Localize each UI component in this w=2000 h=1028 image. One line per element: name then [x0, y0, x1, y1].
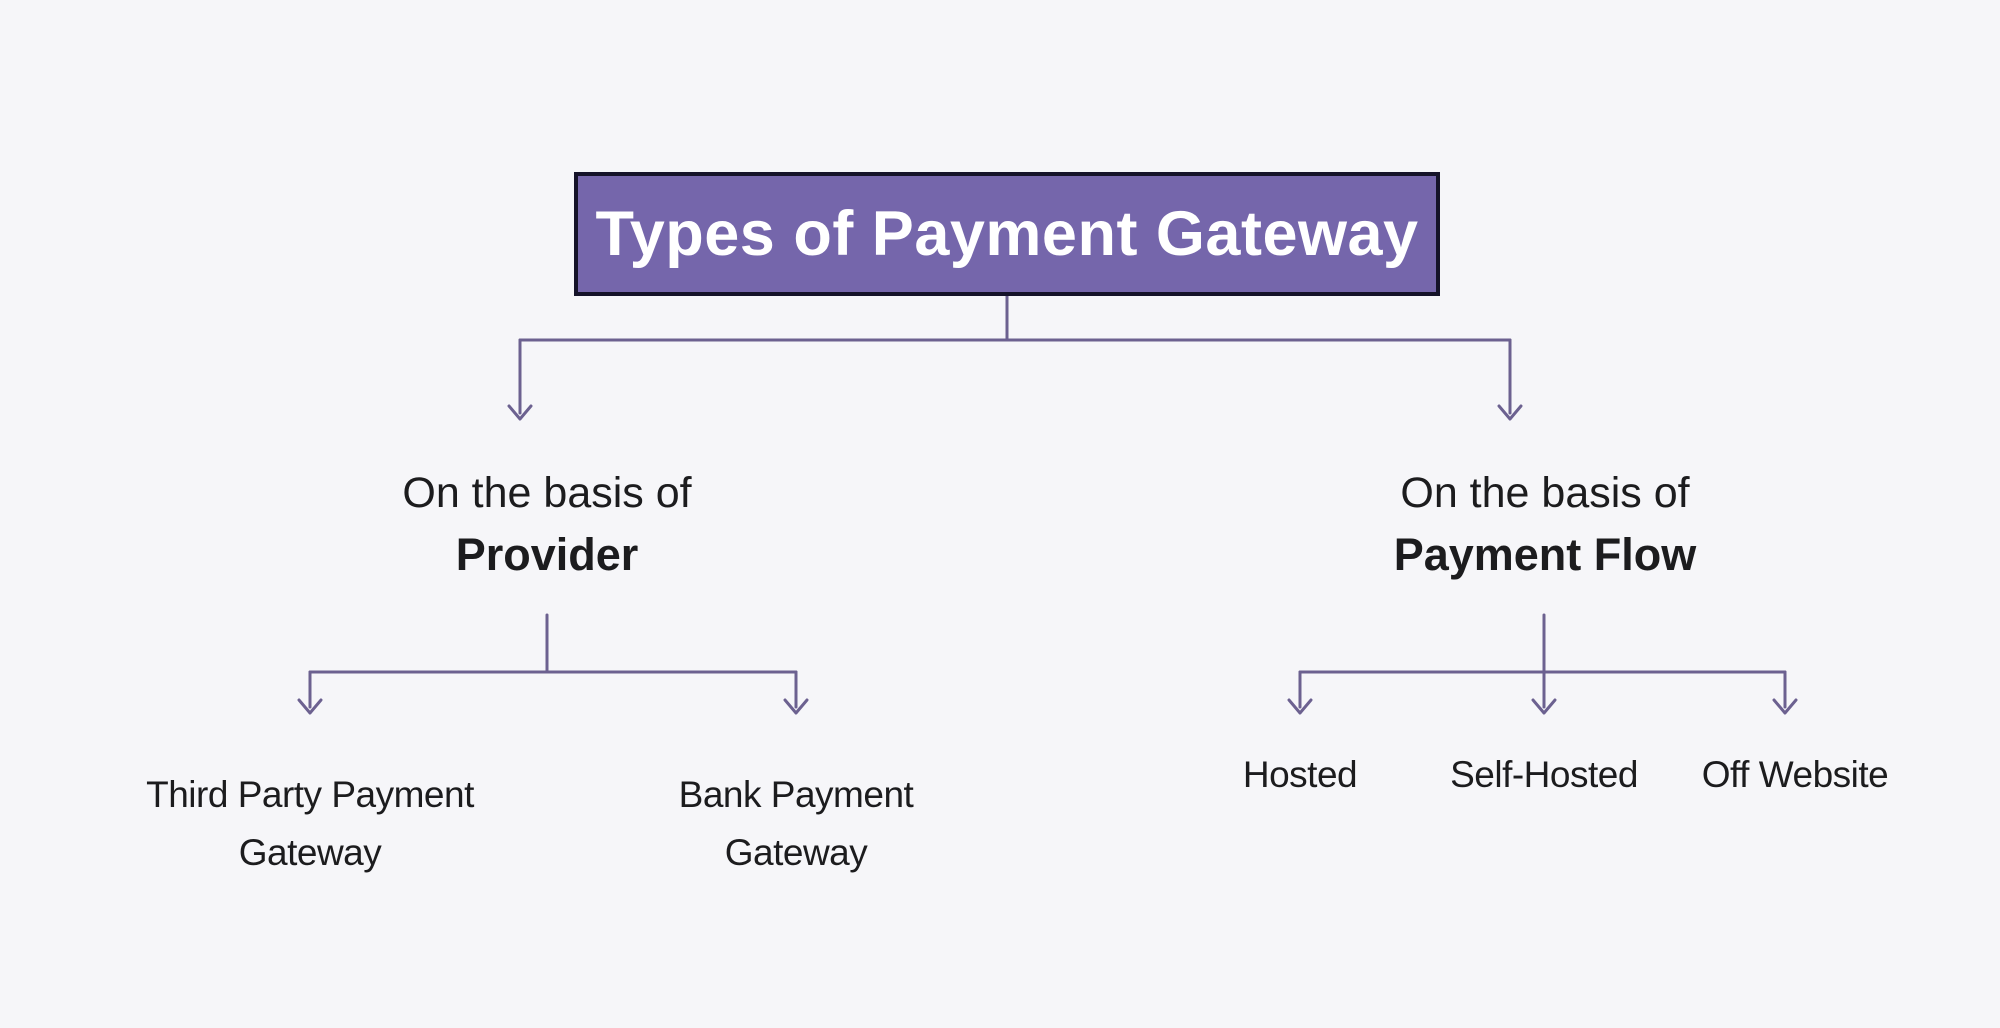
leaf-label-line: Bank Payment: [678, 774, 914, 815]
arrow-head-right-branch: [1497, 404, 1523, 421]
arrow-head-third-party: [297, 698, 323, 715]
leaf-hosted: Hosted: [1150, 753, 1450, 797]
leaf-label-line: Self-Hosted: [1450, 754, 1638, 795]
branch-name-payment-flow: Payment Flow: [1393, 529, 1697, 580]
leaf-third-party-payment-gateway: Third Party Payment Gateway: [110, 766, 510, 882]
leaf-label-line: Gateway: [724, 832, 868, 873]
leaf-off-website: Off Website: [1645, 753, 1945, 797]
leaf-label-line: Hosted: [1242, 754, 1358, 795]
leaf-label-line: Gateway: [238, 832, 382, 873]
title-node: Types of Payment Gateway: [574, 172, 1440, 296]
arrow-head-left-branch: [507, 404, 533, 421]
leaf-bank-payment-gateway: Bank Payment Gateway: [596, 766, 996, 882]
leaf-label-line: Off Website: [1701, 754, 1889, 795]
page-title: Types of Payment Gateway: [595, 199, 1419, 269]
branch-name-provider: Provider: [455, 529, 639, 580]
leaf-label-line: Third Party Payment: [146, 774, 474, 815]
branch-node-provider: On the basis of Provider: [337, 462, 757, 586]
branch-prefix: On the basis of: [402, 469, 692, 517]
arrow-head-bank: [783, 698, 809, 715]
branch-prefix: On the basis of: [1400, 469, 1690, 517]
arrow-head-off-website: [1772, 698, 1798, 715]
arrow-head-self-hosted: [1531, 698, 1557, 715]
leaf-self-hosted: Self-Hosted: [1394, 753, 1694, 797]
arrow-head-hosted: [1287, 698, 1313, 715]
branch-node-payment-flow: On the basis of Payment Flow: [1335, 462, 1755, 586]
